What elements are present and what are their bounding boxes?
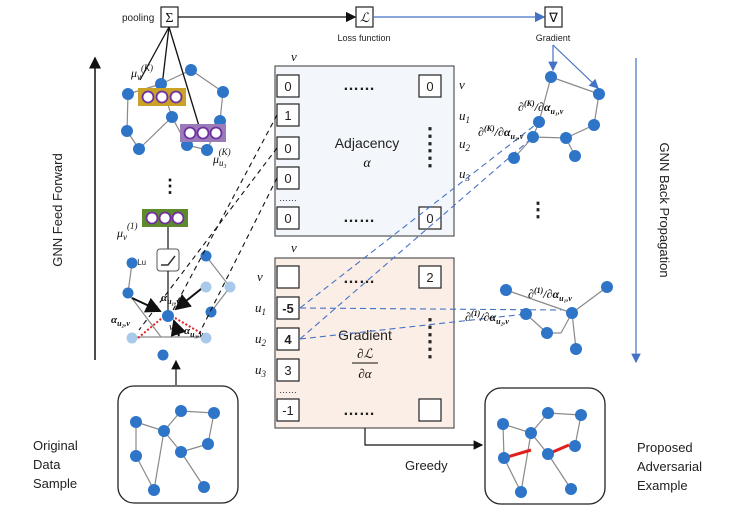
adj-top-hdots: …… — [343, 77, 375, 94]
adversarial-caption-3: Example — [637, 478, 688, 493]
alpha-u3-arrow — [170, 319, 187, 337]
adversarial-sample-box — [484, 387, 606, 505]
mu-v-1-label: μv(1) — [116, 221, 138, 242]
sum-box: Σ — [160, 6, 179, 28]
embedding-mu-v-1 — [142, 209, 188, 227]
blue-dashed-1-u1 — [299, 307, 562, 311]
mu-v-k-label: μv(K) — [130, 63, 153, 82]
gradient-box: ∇ — [544, 6, 563, 28]
grad-cell-5: -1 — [282, 403, 294, 418]
alpha-u1-label: αu₁,v — [161, 292, 180, 306]
backprop-graph-1 — [500, 281, 613, 355]
pool-line-3 — [139, 26, 170, 81]
grad-cell-1: -5 — [282, 301, 294, 316]
right-vdots: ⋮ — [528, 199, 548, 221]
adj-row-u1: u1 — [459, 108, 470, 125]
grad-right-vdots-2: ⋮ — [419, 336, 441, 361]
adj-right-vdots-2: ⋮ — [419, 145, 441, 170]
original-caption-1: Original — [33, 438, 78, 453]
adversarial-caption-2: Adversarial — [637, 459, 702, 474]
loss-caption: Loss function — [337, 33, 390, 43]
dK-u2-label: ∂(K)/∂αu₂,v — [478, 124, 524, 141]
adj-bottom-hdots: …… — [343, 209, 375, 226]
adjacency-first-col: 0 1 0 0 …… 0 — [276, 74, 300, 230]
grad-row-u1: u1 — [255, 300, 266, 317]
greedy-label: Greedy — [405, 458, 448, 473]
adj-row-v: v — [459, 77, 465, 92]
adj-bottom-right-value: 0 — [426, 211, 433, 226]
adj-cell-4: …… — [279, 193, 297, 203]
grad-top-hdots: …… — [343, 270, 375, 287]
grad-down-arrow-2 — [552, 44, 599, 89]
back-prop-label: GNN Back Propagation — [657, 142, 672, 277]
adj-cell-0: 0 — [284, 79, 291, 94]
alpha-u2-label: αu₂,v — [111, 314, 130, 328]
dashed-u3-link — [198, 177, 278, 335]
blue-dashed-1-u2 — [299, 313, 527, 340]
adjacency-symbol: α — [363, 156, 371, 171]
blue-dashed-k-u1 — [299, 121, 540, 309]
graph-layer-1-nodes — [122, 250, 236, 361]
embedding-mu-v-k — [138, 88, 186, 106]
adjacency-col-label: v — [291, 49, 297, 64]
loss-symbol: ℒ — [360, 10, 370, 25]
adj-right-vdots: ⋮ — [419, 123, 441, 148]
gradient-first-col: -5 4 3 …… -1 — [276, 265, 300, 422]
mu-u3-k-label: μu₃(K) — [212, 147, 231, 168]
gradient-symbol-num: ∂ℒ — [357, 346, 373, 361]
blue-dashed-k-u2 — [299, 136, 534, 340]
dK-u1-label: ∂(K)/∂αu₁,v — [518, 99, 564, 116]
adj-top-right-cell — [418, 74, 442, 98]
greedy-arrow — [364, 428, 484, 450]
adj-top-right-value: 0 — [426, 79, 433, 94]
adjacency-title: Adjacency — [335, 135, 400, 151]
gradient-symbol-den: ∂α — [358, 366, 372, 381]
embedding-mu-u3-k — [180, 124, 226, 142]
original-caption-3: Sample — [33, 476, 77, 491]
red-dotted-edge-2 — [174, 317, 207, 337]
adversarial-caption-1: Proposed — [637, 440, 693, 455]
backprop-graph-k — [508, 71, 605, 164]
grad-right-vdots: ⋮ — [419, 314, 441, 339]
grad-top-right-cell — [418, 265, 442, 289]
d1-u2-label: ∂(1)/∂αu₂,v — [465, 309, 509, 326]
original-sample-box — [117, 385, 239, 504]
grad-bottom-right-cell — [418, 398, 442, 422]
grad-row-u3: u3 — [255, 362, 267, 379]
grad-row-v: v — [257, 269, 263, 284]
pool-line-1 — [161, 26, 170, 87]
grad-cell-3: 3 — [284, 363, 291, 378]
left-vdots: ⋮ — [161, 176, 179, 196]
adj-cell-3: 0 — [284, 171, 291, 186]
grad-bottom-hdots: …… — [343, 402, 375, 419]
pooling-label: pooling — [122, 13, 154, 24]
adj-cell-2: 0 — [284, 141, 291, 156]
grad-row-u2: u2 — [255, 331, 267, 348]
grad-symbol: ∇ — [548, 10, 558, 25]
feed-forward-label: GNN Feed Forward — [50, 153, 65, 266]
adj-row-u2: u2 — [459, 136, 471, 153]
adj-row-u3: u3 — [459, 166, 471, 183]
pool-line-2 — [168, 26, 200, 127]
gradient-title: Gradient — [338, 327, 392, 343]
grad-caption: Gradient — [536, 33, 571, 43]
gradient-col-label: v — [291, 240, 297, 255]
grad-cell-2: 4 — [284, 332, 292, 347]
grad-top-right-value: 2 — [426, 270, 433, 285]
original-caption-2: Data — [33, 457, 61, 472]
adj-cell-1: 1 — [284, 108, 291, 123]
dashed-u1-link — [171, 114, 278, 313]
adj-cell-5: 0 — [284, 211, 291, 226]
grad-cell-4: …… — [279, 385, 297, 395]
red-dotted-edge-1 — [137, 317, 163, 339]
loss-box: ℒ — [355, 6, 374, 28]
sum-symbol: Σ — [165, 11, 173, 26]
dashed-u2-link — [138, 147, 278, 331]
v-node-label: v — [169, 322, 174, 333]
relu-box — [156, 248, 180, 272]
